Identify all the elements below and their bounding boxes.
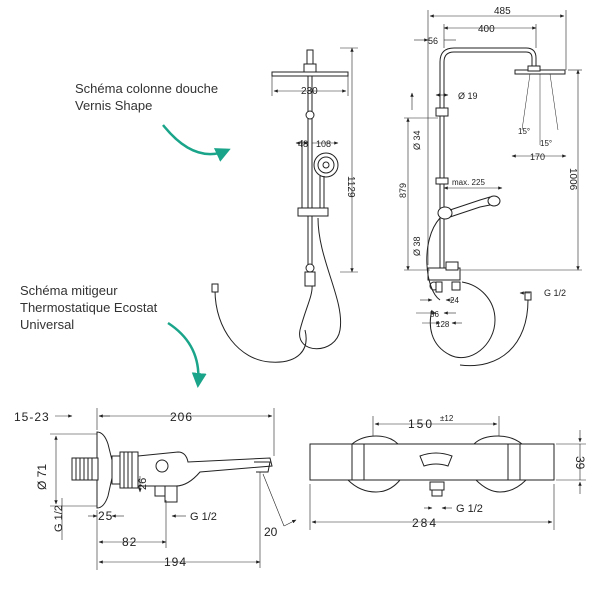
- dim-194: 194: [164, 555, 187, 569]
- mixer-side-dimensions: [50, 408, 297, 570]
- dim-284: 284: [412, 516, 438, 530]
- dim-24: 24: [450, 296, 459, 305]
- shower-column-front-view: [211, 49, 349, 363]
- caption-line: Universal: [20, 317, 75, 332]
- pointer-arrow-column: [162, 124, 231, 162]
- caption-mixer: Schéma mitigeur Thermostatique Ecostat U…: [20, 282, 157, 333]
- dim-20: 20: [264, 525, 278, 539]
- dim-max-225: max. 225: [452, 178, 485, 187]
- dim-tolerance: ±12: [440, 414, 454, 423]
- dim-thread-side: G 1/2: [544, 288, 566, 298]
- dim-25: 25: [98, 509, 113, 523]
- caption-line: Schéma colonne douche: [75, 81, 219, 96]
- dim-56-top: 56: [428, 36, 438, 46]
- dim-dia-71: Ø 71: [35, 464, 49, 490]
- dim-206: 206: [170, 410, 193, 424]
- dim-angle-b: 15°: [540, 139, 552, 148]
- dim-thread-b: G 1/2: [190, 511, 217, 523]
- dim-485: 485: [494, 6, 511, 17]
- pointer-arrow-mixer: [167, 321, 207, 388]
- mixer-front-view: [309, 435, 555, 497]
- dim-82: 82: [122, 535, 137, 549]
- dim-108: 108: [316, 139, 331, 149]
- caption-line: Thermostatique Ecostat: [20, 300, 158, 315]
- dim-thread-front: G 1/2: [456, 503, 483, 515]
- dim-angle-a: 15°: [518, 127, 530, 136]
- dim-48: 48: [298, 139, 308, 149]
- dim-arm-dia: Ø 19: [458, 91, 478, 101]
- dim-170: 170: [530, 152, 545, 162]
- dim-upper-dia: Ø 34: [412, 130, 422, 150]
- dim-128: 128: [436, 320, 450, 329]
- dim-39: 39: [573, 456, 587, 470]
- caption-line: Schéma mitigeur: [20, 283, 118, 298]
- dim-lower-dia: Ø 38: [412, 236, 422, 256]
- front-view-dimensions: [271, 47, 358, 273]
- dim-56-bottom: 56: [430, 310, 439, 319]
- dim-26: 26: [137, 478, 149, 490]
- dim-150: 150: [408, 417, 434, 431]
- dim-400: 400: [478, 24, 495, 35]
- mixer-side-view: [71, 431, 273, 509]
- mixer-front-dimensions: [309, 416, 586, 530]
- shower-column-side-view: [426, 47, 566, 367]
- side-view-dimensions: [404, 10, 582, 325]
- dim-1129: 1129: [345, 176, 356, 198]
- dim-1006: 1006: [567, 168, 578, 191]
- dim-head-width: 230: [301, 86, 318, 97]
- dim-879: 879: [398, 183, 408, 198]
- caption-shower-column: Schéma colonne douche Vernis Shape: [75, 80, 218, 114]
- dim-thread-a: G 1/2: [53, 505, 65, 532]
- dim-15-23: 15-23: [14, 410, 50, 424]
- caption-line: Vernis Shape: [75, 98, 153, 113]
